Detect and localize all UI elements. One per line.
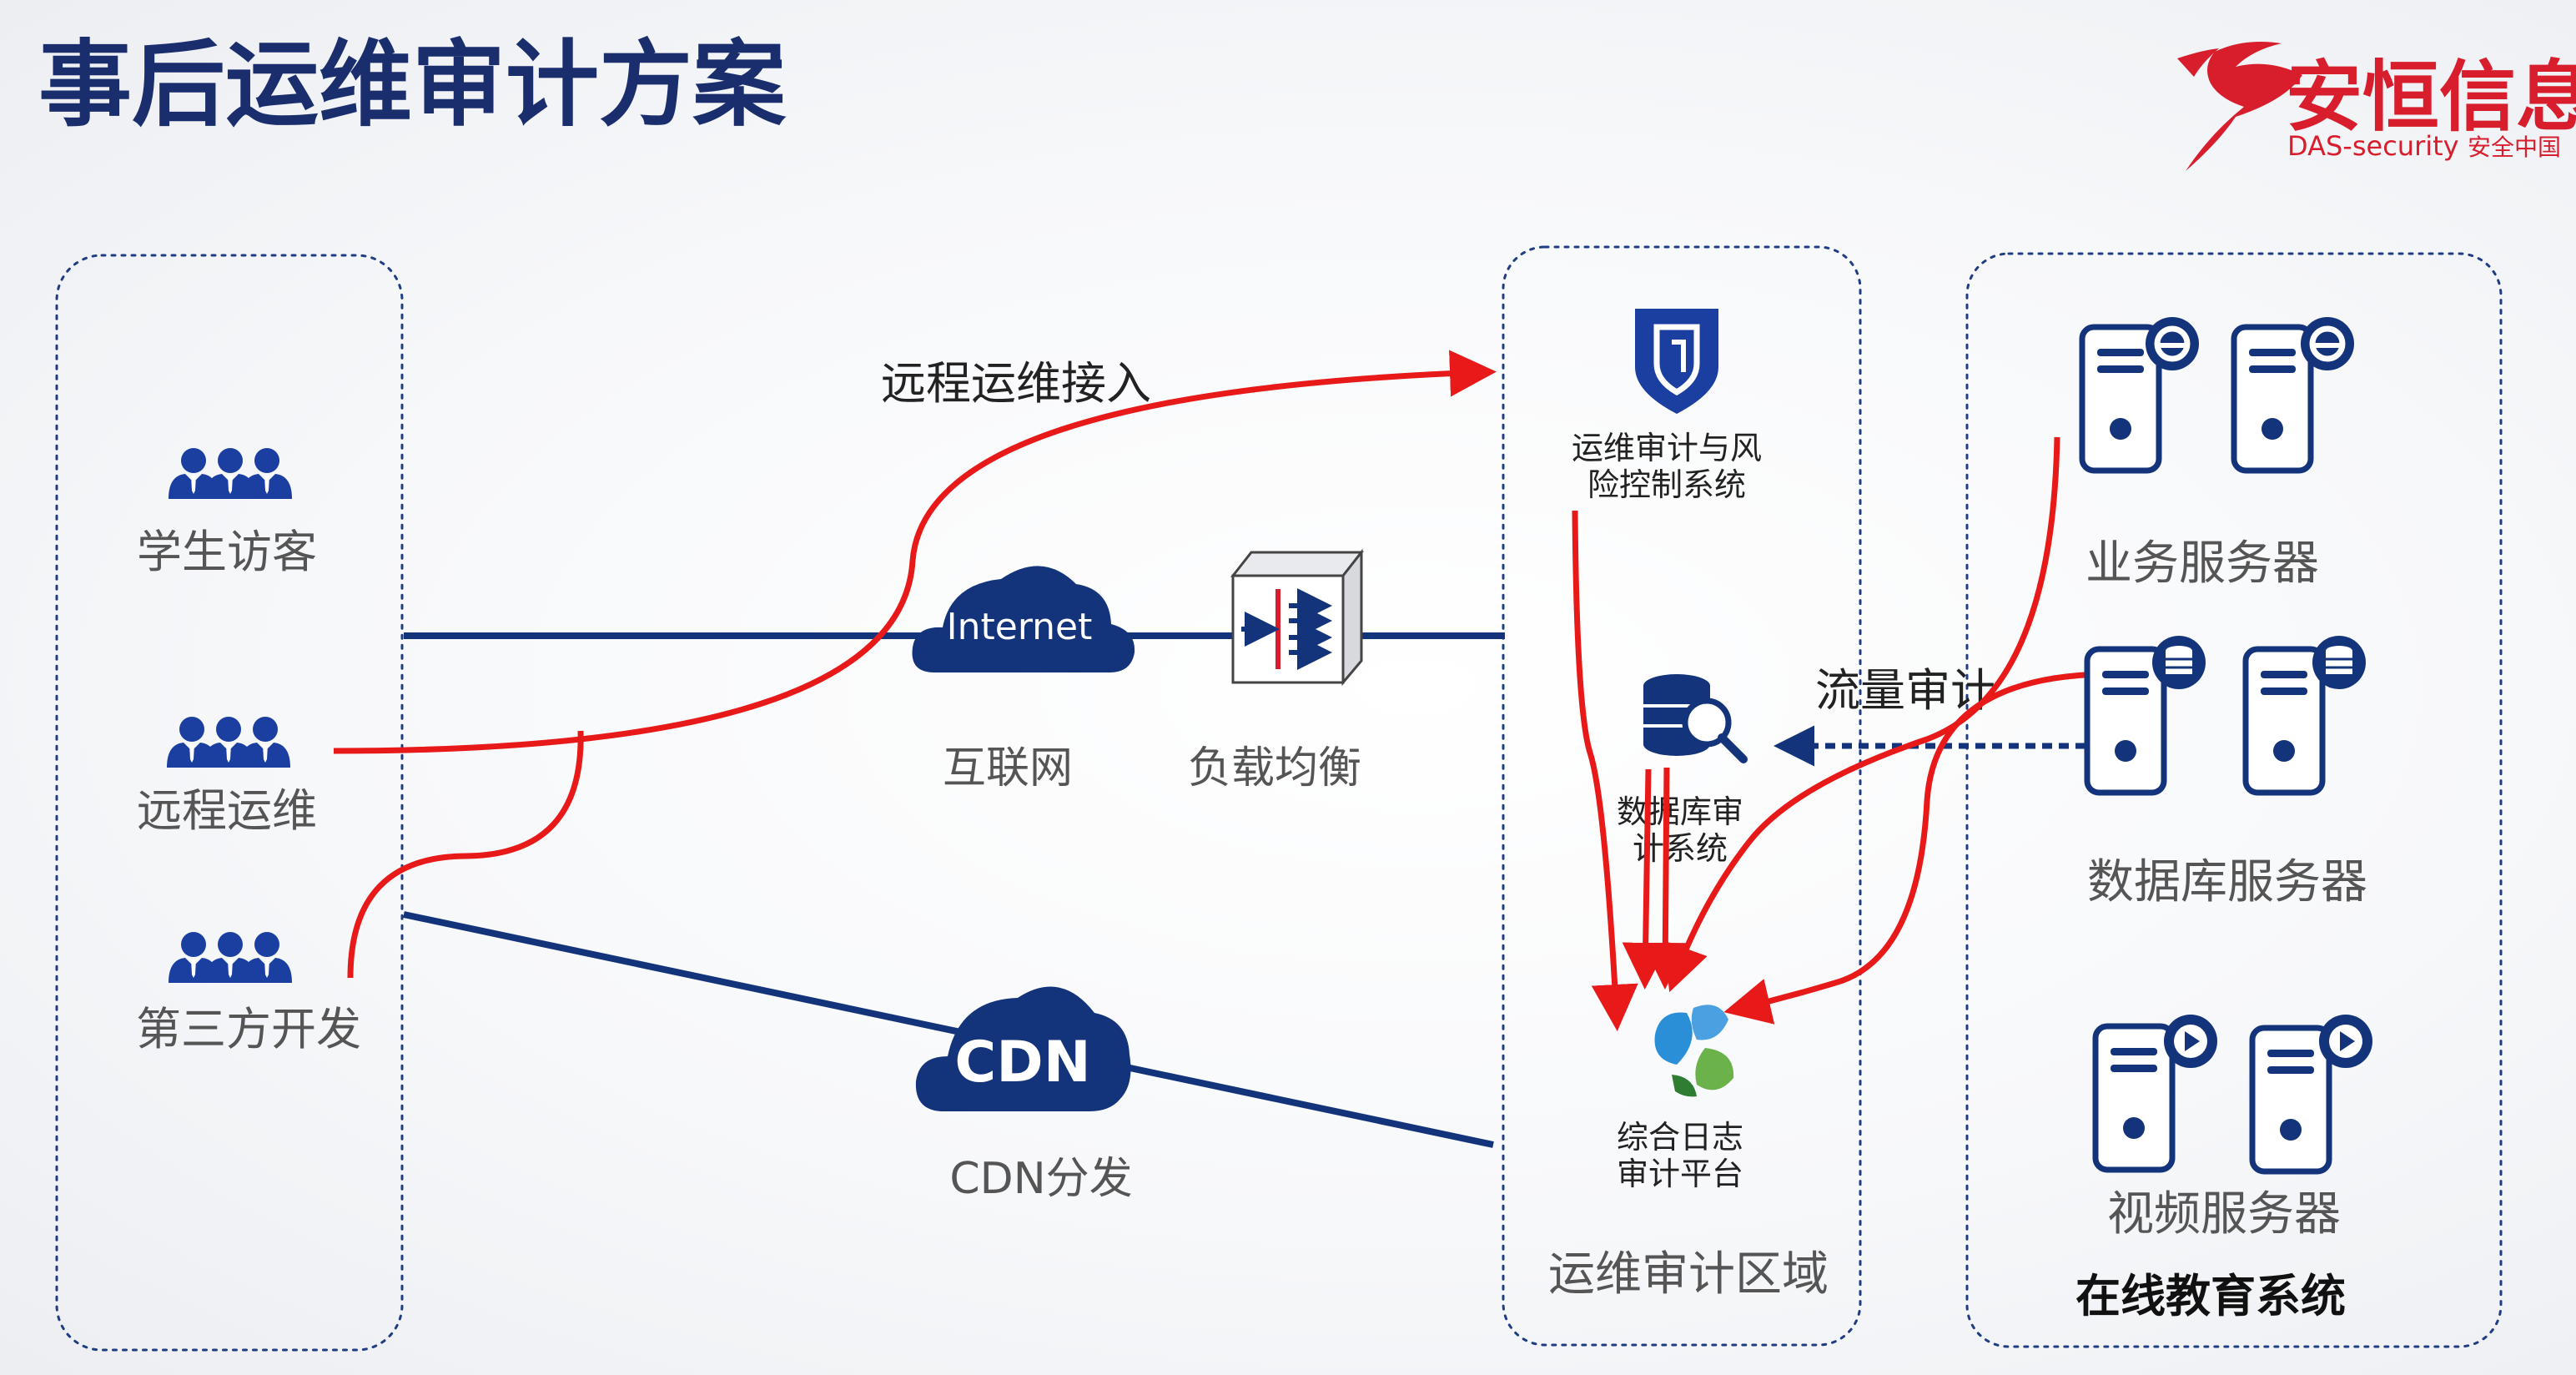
brand-sub-en: DAS-security: [2287, 130, 2459, 162]
cdn-link-line: [403, 911, 1494, 1148]
audit-zone-region: [1502, 245, 1862, 1347]
business-server-1: [2082, 317, 2199, 471]
brand-logo: 安恒信息 DAS-security 安全中国: [2177, 41, 2576, 171]
brand-mark-icon: [2186, 41, 2302, 171]
brand-sub-cn: 安全中国: [2468, 133, 2561, 161]
audit-zone-label: 运维审计区域: [1548, 1247, 1829, 1302]
log-platform-icon: [1654, 1005, 1734, 1097]
users-icon: [169, 448, 292, 499]
shield-icon: [1635, 309, 1718, 414]
user-group-third-party: 第三方开发: [136, 932, 361, 1055]
online-education-label: 在线教育系统: [2075, 1270, 2346, 1322]
db-audit-label-line1: 数据库审: [1617, 793, 1743, 830]
cdn-cloud-text: CDN: [954, 1030, 1090, 1095]
remote-access-flow-line: [333, 350, 1497, 754]
load-balancer-icon: [1230, 548, 1365, 687]
bastion-label-line1: 运维审计与风: [1572, 430, 1762, 466]
users-icon: [169, 932, 292, 983]
db-audit-to-log-flow-line-a: [1622, 768, 1669, 990]
database-icon: [2312, 636, 2366, 689]
user-group-label-students: 学生访客: [137, 526, 317, 578]
db-server-1: [2087, 636, 2206, 793]
internet-cloud-text: Internet: [947, 606, 1093, 648]
play-icon: [2319, 1015, 2372, 1068]
bastion-label-line2: 险控制系统: [1587, 466, 1746, 503]
business-servers-to-log-flow-line: [1663, 436, 2060, 993]
traffic-audit-label: 流量审计: [1815, 664, 1995, 717]
user-group-students: 学生访客: [137, 448, 317, 578]
database-icon: [2152, 636, 2206, 689]
bastion-to-log-flow-line: [1572, 510, 1638, 1031]
third-party-flow-line: [347, 730, 584, 979]
browser-e-icon: [2146, 317, 2199, 370]
video-server-1: [2096, 1015, 2217, 1170]
load-balancer-label: 负载均衡: [1188, 743, 1361, 793]
play-icon: [2164, 1015, 2217, 1068]
user-group-remote-ops: 远程运维: [137, 717, 317, 837]
log-platform-label-line1: 综合日志: [1617, 1119, 1743, 1156]
db-servers-to-log-flow-line: [1723, 671, 2105, 1025]
brand-mark-accent-icon: [2177, 48, 2219, 77]
business-server-2: [2234, 317, 2354, 471]
user-group-label-third-party: 第三方开发: [136, 1003, 361, 1055]
cdn-cloud-icon: CDN: [915, 986, 1131, 1111]
internet-cloud-icon: Internet: [912, 566, 1135, 672]
cdn-label: CDN分发: [949, 1154, 1132, 1204]
business-servers-label: 业务服务器: [2085, 536, 2319, 591]
users-icon: [167, 717, 290, 768]
user-group-label-remote-ops: 远程运维: [137, 784, 317, 837]
internet-label: 互联网: [943, 743, 1073, 793]
db-server-2: [2246, 636, 2366, 793]
log-platform-label-line2: 审计平台: [1617, 1156, 1743, 1192]
remote-access-label: 远程运维接入: [881, 357, 1151, 410]
db-servers-label: 数据库服务器: [2087, 855, 2367, 909]
database-audit-icon: [1643, 674, 1748, 763]
page-title: 事后运维审计方案: [38, 31, 787, 139]
video-server-2: [2252, 1015, 2372, 1171]
video-servers-label: 视频服务器: [2107, 1187, 2341, 1242]
db-audit-to-log-flow-line-b: [1642, 767, 1689, 990]
online-education-region: [1965, 252, 2503, 1348]
brand-name: 安恒信息: [2286, 53, 2576, 142]
browser-e-icon: [2301, 317, 2354, 370]
